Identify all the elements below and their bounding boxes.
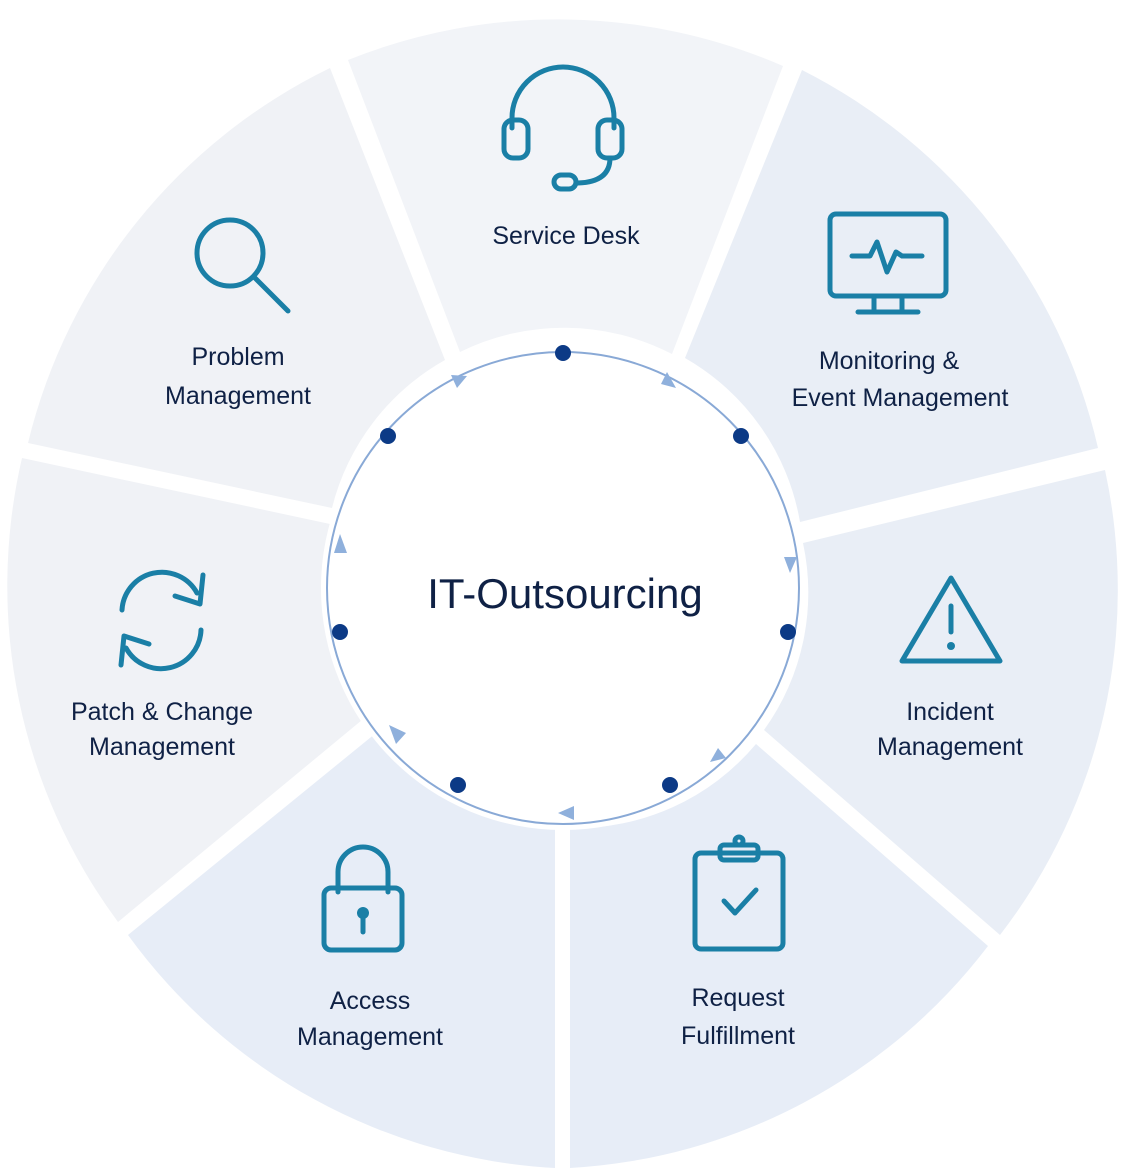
center-title: IT-Outsourcing <box>427 570 702 617</box>
center-circle <box>339 364 787 812</box>
request-label-line1: Request <box>691 984 784 1012</box>
problem-label-line1: Problem <box>191 343 284 371</box>
cycle-ring <box>326 345 800 825</box>
problem-label-line2: Management <box>165 382 311 410</box>
incident-label-line2: Management <box>877 733 1023 761</box>
monitoring-label-line2: Event Management <box>792 384 1009 412</box>
ring-arrow-icon <box>451 375 467 388</box>
segment-patch[interactable] <box>7 458 362 922</box>
monitor-pulse-icon <box>827 211 949 315</box>
segment-request[interactable] <box>570 744 988 1168</box>
segment-problem[interactable] <box>28 68 445 508</box>
ring-arrow-icon <box>710 748 726 762</box>
ring-dot <box>780 624 796 640</box>
service-desk-label: Service Desk <box>492 222 640 250</box>
ring-arrow-icon <box>389 725 406 744</box>
padlock-icon <box>321 844 405 953</box>
access-label-line1: Access <box>330 987 411 1015</box>
magnifier-icon <box>194 217 291 314</box>
access-label-line2: Management <box>297 1023 443 1051</box>
ring-arrow-icon <box>661 372 676 388</box>
refresh-cycle-icon <box>118 569 206 672</box>
segment-labels: Service Desk Monitoring & Event Manageme… <box>71 222 1023 1051</box>
patch-label-line2: Management <box>89 733 235 761</box>
patch-label-line1: Patch & Change <box>71 698 253 726</box>
segment-incident[interactable] <box>764 470 1118 935</box>
ring-dot <box>450 777 466 793</box>
warning-triangle-icon <box>899 575 1003 664</box>
headset-icon <box>501 64 625 192</box>
ring-arrow-icon <box>784 557 797 573</box>
ring-dot <box>555 345 571 361</box>
ring-dot <box>380 428 396 444</box>
ring-dot <box>332 624 348 640</box>
request-label-line2: Fulfillment <box>681 1022 795 1050</box>
monitoring-label-line1: Monitoring & <box>819 347 960 375</box>
ring-dot <box>662 777 678 793</box>
ring-arrow-icon <box>558 806 574 820</box>
ring-arrow-icon <box>334 534 347 553</box>
incident-label-line1: Incident <box>906 698 994 726</box>
clipboard-check-icon <box>692 834 786 952</box>
ring-dot <box>733 428 749 444</box>
